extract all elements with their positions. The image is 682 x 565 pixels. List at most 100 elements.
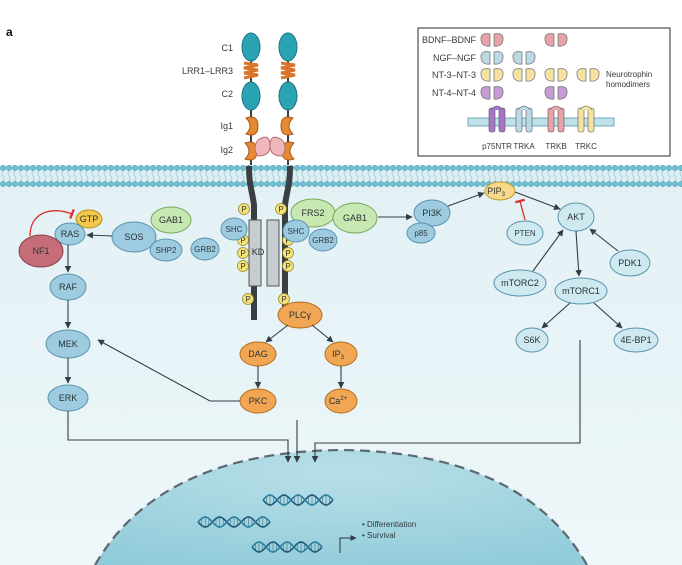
panel-label: a <box>6 25 13 39</box>
grb2-right-label: GRB2 <box>312 236 334 245</box>
ca-node <box>324 388 358 414</box>
mtorc1-label: mTORC1 <box>562 286 600 296</box>
outcome-survival: • Survival <box>362 531 396 540</box>
svg-text:P: P <box>245 295 250 304</box>
s6k-label: S6K <box>523 335 540 345</box>
erk-label: ERK <box>59 393 78 403</box>
gtp-label: GTP <box>80 214 99 224</box>
plcg-to-dag-arrow <box>265 324 289 343</box>
pi3k-to-pip3-arrow <box>447 191 485 207</box>
mtorc1-to-s6k-arrow <box>541 302 571 329</box>
raf-label: RAF <box>59 282 78 292</box>
ip3-node <box>324 341 358 367</box>
pi3k-node <box>413 199 451 227</box>
plasma-membrane <box>0 165 682 187</box>
legend-nt3-label: NT-3–NT-3 <box>432 70 476 80</box>
legend-box: BDNF–BDNF NGF–NGF NT-3–NT-3 NT-4–NT-4 Ne… <box>417 27 671 157</box>
plcg-to-ip3-arrow <box>311 324 334 343</box>
svg-text:P: P <box>278 205 283 214</box>
pkc-label: PKC <box>249 396 268 406</box>
pdk1-label: PDK1 <box>618 258 642 268</box>
legend-receptor-trka: TRKA <box>513 142 535 151</box>
svg-text:P: P <box>285 249 290 258</box>
dna-helices <box>197 494 334 553</box>
4ebp1-node <box>613 327 659 353</box>
legend-receptor-trkc: TRKC <box>575 142 597 151</box>
legend-ngf-icon-2 <box>512 51 536 65</box>
c1-domain-right <box>278 32 298 62</box>
pten-label: PTEN <box>514 229 536 238</box>
sos-to-ras-arrow <box>86 231 113 239</box>
legend-receptor-icon <box>577 105 595 133</box>
svg-text:P: P <box>281 295 286 304</box>
ca-label: Ca2+ <box>329 396 348 406</box>
pten-inhibits-pip3 <box>514 198 526 221</box>
ligand-bdnf-left <box>254 136 271 157</box>
sos-label: SOS <box>124 232 143 242</box>
legend-nt3-icon-3 <box>544 68 568 82</box>
legend-bdnf-icon-2 <box>544 33 568 47</box>
ligand-bdnf-right <box>269 136 286 157</box>
gab1-left-node <box>150 206 192 234</box>
akt-label: AKT <box>567 212 585 222</box>
legend-membrane <box>467 117 615 127</box>
nf1-node <box>18 234 64 268</box>
legend-receptor-trkb: TRKB <box>545 142 566 151</box>
legend-note-line2: homodimers <box>606 80 650 89</box>
nf1-label: NF1 <box>32 246 49 256</box>
shp2-node <box>149 238 183 262</box>
legend-bdnf-icon <box>480 33 504 47</box>
legend-receptor-icon <box>547 105 565 133</box>
pkc-to-mek-arrow <box>97 339 240 402</box>
legend-ngf-icon <box>480 51 504 65</box>
pten-node <box>506 220 544 246</box>
trk-receptor-dimer <box>241 32 298 165</box>
dna-helix-2 <box>197 516 271 528</box>
c2-domain-right <box>278 81 298 111</box>
kinase-domain-label: KD <box>252 247 265 257</box>
mtorc1-to-4ebp1-arrow <box>593 302 623 329</box>
svg-text:P: P <box>240 249 245 258</box>
dna-helix-3 <box>251 541 323 553</box>
mek-label: MEK <box>58 339 78 349</box>
svg-text:P: P <box>285 236 290 245</box>
gab1-right-label: GAB1 <box>343 213 367 223</box>
legend-nt3-icon <box>480 68 504 82</box>
ras-label: RAS <box>61 229 80 239</box>
legend-ngf-label: NGF–NGF <box>433 53 477 63</box>
legend-receptor-icon <box>488 105 506 133</box>
mtorc1-node <box>554 277 608 305</box>
ig2-domain-left <box>244 141 258 161</box>
kinase-domain-right <box>266 219 280 287</box>
mtorc2-node <box>493 269 547 297</box>
shc-left-label: SHC <box>226 225 243 234</box>
mtorc2-label: mTORC2 <box>501 278 539 288</box>
plcg-node <box>277 301 323 329</box>
sos-node <box>111 221 157 253</box>
legend-nt4-icon <box>480 86 504 100</box>
grb2-right-node <box>308 228 338 252</box>
c1-domain-left <box>241 32 261 62</box>
akt-to-mtorc1-arrow <box>575 230 582 277</box>
outcome-differentiation: • Differentiation <box>362 520 416 529</box>
shp2-label: SHP2 <box>156 246 177 255</box>
nuclear-envelope <box>94 448 588 565</box>
pi3k-label: PI3K <box>422 208 442 218</box>
transcription-arrow <box>339 535 357 553</box>
phospho-site: P <box>237 247 249 259</box>
ig1-domain-left <box>245 116 259 136</box>
pip3-label: PIP3 <box>487 186 506 198</box>
gab1-left-label: GAB1 <box>159 215 183 225</box>
phospho-site: P <box>282 247 294 259</box>
lrr-domain-left <box>243 61 259 80</box>
nucleus <box>95 450 587 565</box>
akt-path-to-nucleus-arrow <box>311 340 581 463</box>
gab1-right-node <box>332 202 378 234</box>
domain-label-ig1: Ig1 <box>220 121 233 131</box>
ip3-label: IP3 <box>332 349 345 361</box>
frs2-label: FRS2 <box>301 208 324 218</box>
legend-receptor-p75: p75NTR <box>482 142 512 151</box>
plcg-label: PLCγ <box>289 310 312 320</box>
